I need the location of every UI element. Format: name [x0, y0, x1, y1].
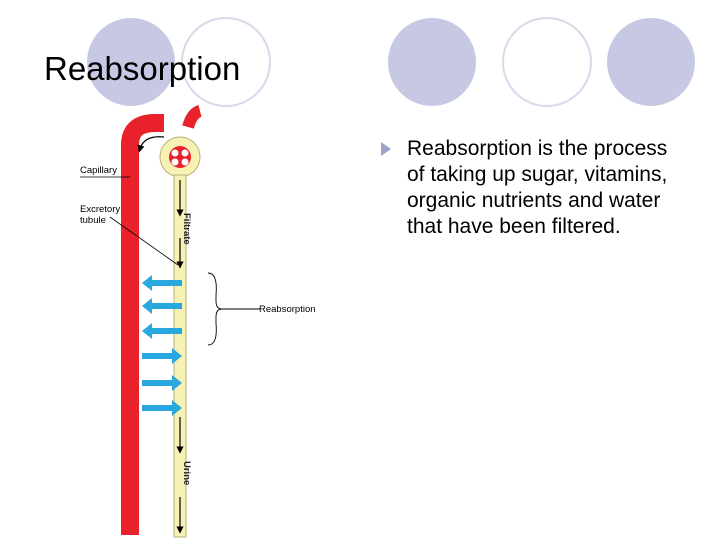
- blood-flow-arrow: [137, 136, 165, 153]
- urine-label: Urine: [181, 461, 192, 485]
- bullet-text: Reabsorption is the process of taking up…: [407, 137, 668, 238]
- reabsorption-arrow-right-1: [142, 348, 182, 364]
- deco-circle-3: [388, 18, 476, 106]
- excretory-tubule-label-line1: Excretory: [80, 204, 120, 215]
- deco-circle-5: [607, 18, 695, 106]
- reabsorption-arrow-left-3: [142, 323, 182, 339]
- reabsorption-arrow-right-3: [142, 400, 182, 416]
- filtrate-label: Filtrate: [181, 213, 192, 245]
- reabsorption-bracket: [207, 272, 223, 346]
- excretory-tubule-leader-line: [109, 216, 179, 266]
- glomerulus: [169, 146, 191, 168]
- bullet-list: Reabsorption is the process of taking up…: [381, 136, 681, 240]
- capillary-label: Capillary: [80, 165, 117, 176]
- bullet-item: Reabsorption is the process of taking up…: [381, 136, 681, 240]
- reabsorption-arrow-right-2: [142, 375, 182, 391]
- afferent-vessel: [182, 105, 202, 129]
- nephron-diagram: Filtrate Urine Capillary Excretory tubul…: [80, 105, 316, 538]
- reabsorption-arrow-left-1: [142, 275, 182, 291]
- deco-circle-2: [181, 17, 271, 107]
- deco-circle-1: [87, 18, 175, 106]
- bullet-marker-icon: [381, 142, 391, 156]
- reabsorption-arrows: [142, 275, 182, 416]
- reabsorption-label: Reabsorption: [259, 304, 316, 315]
- capillary-vessel: [121, 114, 164, 535]
- reabsorption-arrow-left-2: [142, 298, 182, 314]
- slide-title: Reabsorption: [44, 50, 241, 87]
- excretory-tubule-label-line2: tubule: [80, 215, 106, 226]
- deco-circle-4: [502, 17, 592, 107]
